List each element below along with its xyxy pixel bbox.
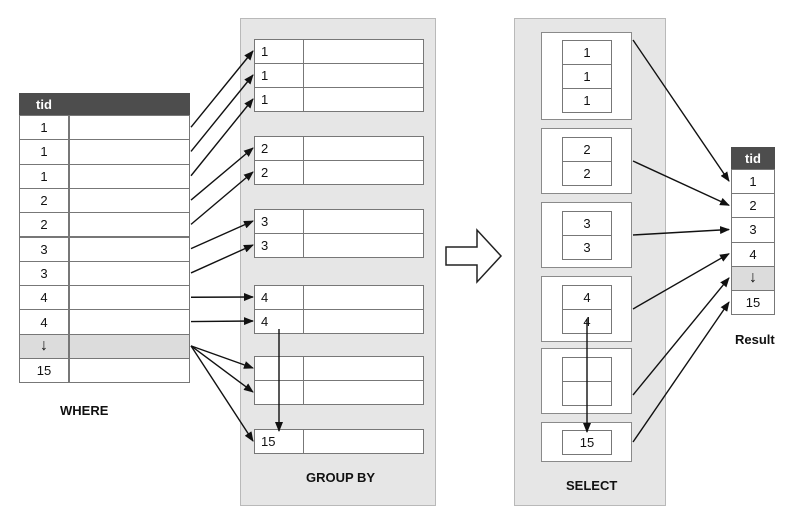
result-tid-cell: 4 <box>731 241 775 267</box>
connector-arrow <box>190 244 254 274</box>
group-by-value-cell <box>303 380 424 405</box>
select-tid-cell: 4 <box>562 285 612 310</box>
group-by-value-cell <box>303 87 424 112</box>
group-by-tid-cell: 1 <box>254 87 304 112</box>
connector-arrow <box>190 345 254 393</box>
select-tid-cell: 1 <box>562 40 612 65</box>
where-tid-cell: 2 <box>19 187 69 214</box>
group-by-value-cell <box>303 356 424 381</box>
connector-arrow <box>190 317 254 326</box>
connector-arrow <box>632 253 730 310</box>
transition-arrow-icon <box>445 228 503 284</box>
connector-arrow <box>632 226 730 236</box>
group-by-value-cell <box>303 233 424 258</box>
connector-arrow <box>632 277 730 396</box>
connector-arrow <box>190 220 254 250</box>
result-table-header: tid <box>731 147 775 169</box>
where-table-header-blank <box>69 93 190 115</box>
down-arrow-icon: ↓ <box>40 336 48 354</box>
where-table-header: tid <box>19 93 69 115</box>
connector-arrow <box>190 98 254 177</box>
group-by-value-cell <box>303 63 424 88</box>
group-by-value-cell <box>303 429 424 454</box>
where-tid-cell: 15 <box>19 358 69 384</box>
where-value-cell <box>69 358 190 384</box>
select-tid-cell: 1 <box>562 88 612 113</box>
connector-arrow <box>190 74 254 152</box>
result-label: Result <box>735 332 775 347</box>
connector-arrow <box>632 301 730 443</box>
connector-arrow <box>190 147 254 201</box>
connector-arrow <box>190 50 254 128</box>
result-tid-cell: 15 <box>731 290 775 316</box>
group-by-tid-cell: 3 <box>254 233 304 258</box>
where-value-cell <box>69 333 190 359</box>
group-by-label: GROUP BY <box>306 470 376 485</box>
connector-arrow <box>190 345 254 369</box>
select-tid-cell: 1 <box>562 64 612 89</box>
where-tid-cell: 1 <box>19 115 69 141</box>
group-by-tid-cell: 2 <box>254 136 304 161</box>
group-by-value-cell <box>303 309 424 334</box>
select-tid-cell: 2 <box>562 137 612 162</box>
where-tid-cell <box>19 333 69 359</box>
result-tid-cell: 1 <box>731 169 775 195</box>
connector-arrow <box>632 39 730 182</box>
connector-arrow <box>190 171 254 225</box>
select-tid-cell: 3 <box>562 235 612 260</box>
where-label: WHERE <box>60 403 109 418</box>
connector-arrow <box>190 345 254 442</box>
group-by-value-cell <box>303 136 424 161</box>
select-tid-cell: 2 <box>562 161 612 186</box>
down-arrow-icon: ↓ <box>749 268 757 286</box>
group-by-value-cell <box>303 39 424 64</box>
group-by-value-cell <box>303 285 424 310</box>
select-label: SELECT <box>566 478 618 493</box>
connector-arrow <box>632 160 730 206</box>
group-by-value-cell <box>303 160 424 185</box>
where-value-cell <box>69 163 190 189</box>
